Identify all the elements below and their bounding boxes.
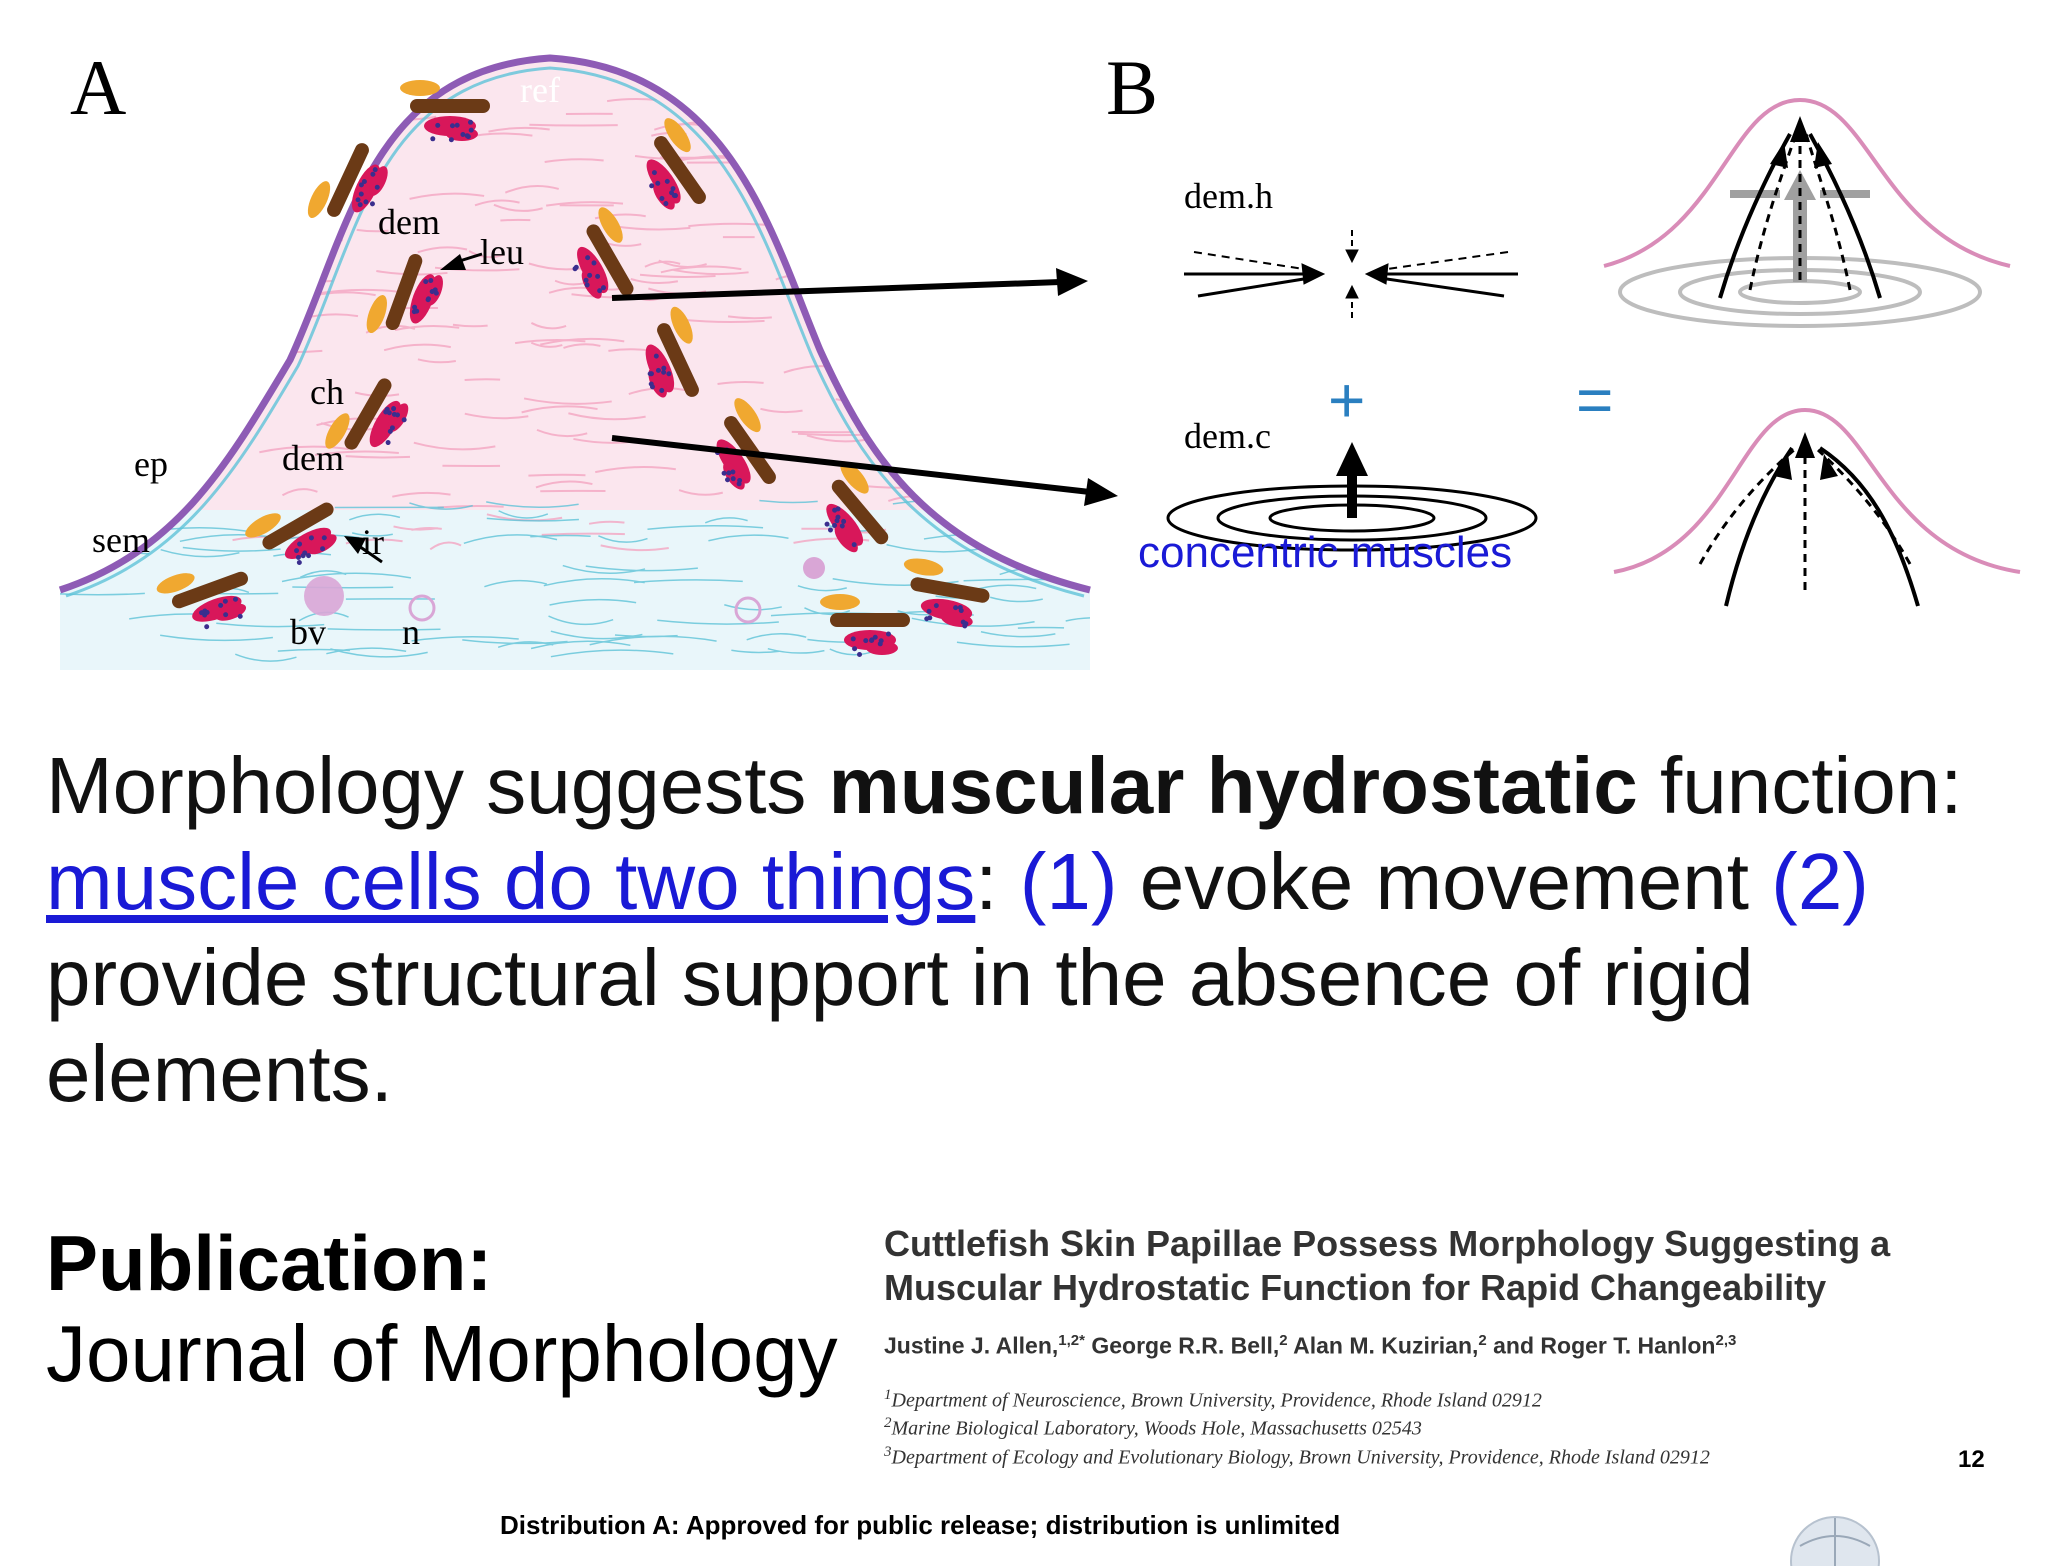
- body-text-bold: muscular hydrostatic: [828, 741, 1638, 830]
- dermal-muscle-clusters: [156, 80, 990, 658]
- affiliation-line: 1Department of Neuroscience, Brown Unive…: [884, 1386, 1542, 1412]
- body-paragraph: Morphology suggests muscular hydrostatic…: [46, 738, 2006, 1122]
- affiliation-line: 2Marine Biological Laboratory, Woods Hol…: [884, 1415, 1422, 1440]
- nerve-icon: [408, 594, 436, 622]
- concentric-muscles-label: concentric muscles: [1138, 528, 1513, 577]
- label-dem-h: dem.h: [1184, 176, 1273, 216]
- paper-authors: Justine J. Allen,1,2* George R.R. Bell,2…: [884, 1332, 1737, 1359]
- arrow-to-dem-h: [611, 279, 1061, 301]
- label-ep: ep: [134, 444, 168, 484]
- publication-label: Publication:: [46, 1219, 493, 1307]
- arrow-to-dem-c: [611, 435, 1091, 495]
- papilla-cross-section-figure: A ref dem leu ch ep dem sem ir bv n: [58, 44, 1118, 670]
- affiliation-line: 3Department of Ecology and Evolutionary …: [884, 1443, 1710, 1469]
- paper-affiliations: 1Department of Neuroscience, Brown Unive…: [884, 1384, 1944, 1470]
- distribution-statement: Distribution A: Approved for public rele…: [500, 1510, 1341, 1540]
- body-text-intro: Morphology suggests: [46, 741, 829, 830]
- item-number-1: (1): [1019, 837, 1118, 926]
- body-colon: :: [975, 837, 1020, 926]
- paper-title: Cuttlefish Skin Papillae Possess Morphol…: [884, 1223, 1891, 1308]
- label-n: n: [402, 612, 420, 652]
- label-dem-c: dem.c: [1184, 416, 1271, 456]
- body-text-function: function:: [1637, 741, 1963, 830]
- globe-logo-icon: [1790, 1516, 1880, 1566]
- journal-name: Journal of Morphology: [46, 1309, 838, 1398]
- muscle-cells-link[interactable]: muscle cells do two things: [46, 837, 976, 926]
- connective-tissue: [60, 58, 1090, 670]
- equals-operator: =: [1576, 364, 1613, 436]
- label-ir: ir: [362, 522, 384, 562]
- label-leu: leu: [480, 232, 524, 272]
- body-text-rest: provide structural support in the absenc…: [46, 933, 1754, 1118]
- dem-h-arrows: [1184, 230, 1518, 318]
- slide-page-number: 12: [1958, 1446, 1985, 1473]
- paper-header-clipping: Cuttlefish Skin Papillae Possess Morphol…: [884, 1222, 1944, 1470]
- label-bv: bv: [290, 612, 326, 652]
- muscle-mechanics-diagram: B dem.h + = dem.c: [1106, 44, 2021, 607]
- label-ref: ref: [520, 70, 560, 110]
- papilla-extension-diagram-top: [1603, 97, 2011, 328]
- blood-vessel-icon: [304, 576, 344, 616]
- papilla-extension-diagram-bottom: [1613, 407, 2021, 607]
- panel-letter-a: A: [70, 44, 126, 131]
- label-sem: sem: [92, 520, 150, 560]
- epidermis-outline: [58, 54, 1091, 594]
- item-number-2: (2): [1771, 837, 1869, 926]
- plus-operator: +: [1328, 364, 1365, 436]
- panel-letter-b: B: [1106, 44, 1158, 131]
- label-dem-upper: dem: [378, 202, 440, 242]
- label-ch: ch: [310, 372, 344, 412]
- label-dem-lower: dem: [282, 438, 344, 478]
- body-text-evoke: evoke movement: [1117, 837, 1772, 926]
